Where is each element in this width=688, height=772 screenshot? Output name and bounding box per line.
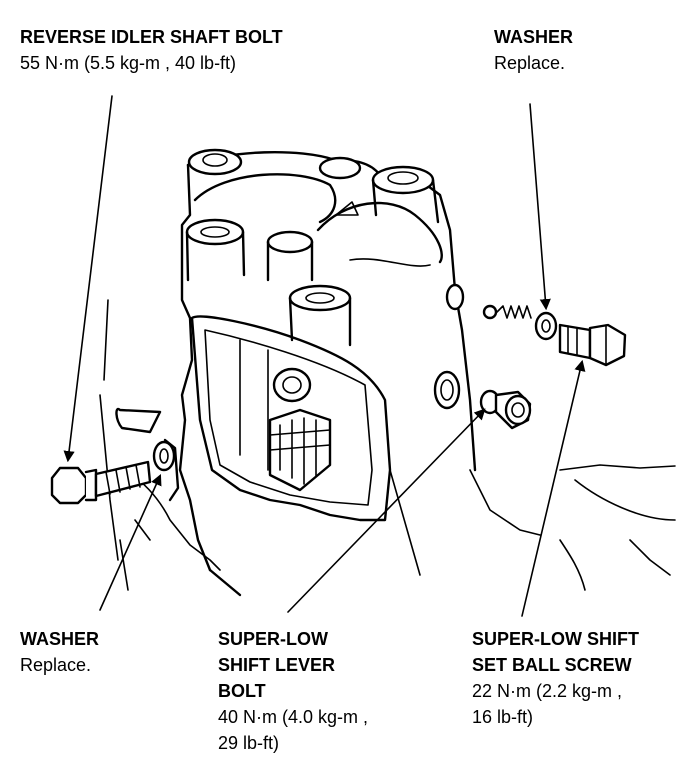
torque-spec-line1: 22 N·m (2.2 kg-m , xyxy=(472,681,623,701)
washer-lower xyxy=(152,440,176,472)
callout-super-low-shift-set-ball-screw: SUPER-LOW SHIFT SET BALL SCREW 22 N·m (2… xyxy=(472,626,639,730)
torque-spec-line2: 16 lb-ft) xyxy=(472,707,534,727)
leader-reverse-idler-bolt xyxy=(63,95,113,463)
callout-reverse-idler-shaft-bolt: REVERSE IDLER SHAFT BOLT 55 N·m (5.5 kg-… xyxy=(20,24,283,76)
callout-title-line1: SUPER-LOW xyxy=(218,629,328,649)
torque-spec-line2: 29 lb-ft) xyxy=(218,733,280,753)
callout-super-low-shift-lever-bolt: SUPER-LOW SHIFT LEVER BOLT 40 N·m (4.0 k… xyxy=(218,626,368,756)
replace-note: Replace. xyxy=(494,53,566,73)
leader-super-low-ball-screw xyxy=(521,359,586,617)
super-low-shift-set-ball-screw xyxy=(558,323,627,367)
leader-washer-top xyxy=(529,103,551,311)
callout-title-line3: BOLT xyxy=(218,681,266,701)
transmission-case xyxy=(99,148,676,597)
callout-title-line1: SUPER-LOW SHIFT xyxy=(472,629,639,649)
callout-title: WASHER xyxy=(494,27,574,47)
washer-upper xyxy=(534,311,558,341)
leader-super-low-lever-bolt xyxy=(287,408,486,613)
torque-spec: 55 N·m (5.5 kg-m , 40 lb-ft) xyxy=(20,53,237,73)
torque-spec-line1: 40 N·m (4.0 kg-m , xyxy=(218,707,369,727)
replace-note: Replace. xyxy=(20,655,92,675)
callout-title-line2: SHIFT LEVER xyxy=(218,655,336,675)
reverse-idler-shaft-bolt xyxy=(50,460,152,505)
callout-title: WASHER xyxy=(20,629,100,649)
spring-and-ball xyxy=(482,304,532,320)
shift-fork-block xyxy=(268,408,332,492)
leader-washer-bottom xyxy=(99,473,162,611)
leader-lines xyxy=(63,95,586,617)
callout-washer-top: WASHER Replace. xyxy=(494,24,573,76)
callout-title-line2: SET BALL SCREW xyxy=(472,655,632,675)
super-low-shift-lever-bolt xyxy=(479,389,532,430)
callout-title: REVERSE IDLER SHAFT BOLT xyxy=(20,27,283,47)
callout-washer-bottom: WASHER Replace. xyxy=(20,626,99,678)
